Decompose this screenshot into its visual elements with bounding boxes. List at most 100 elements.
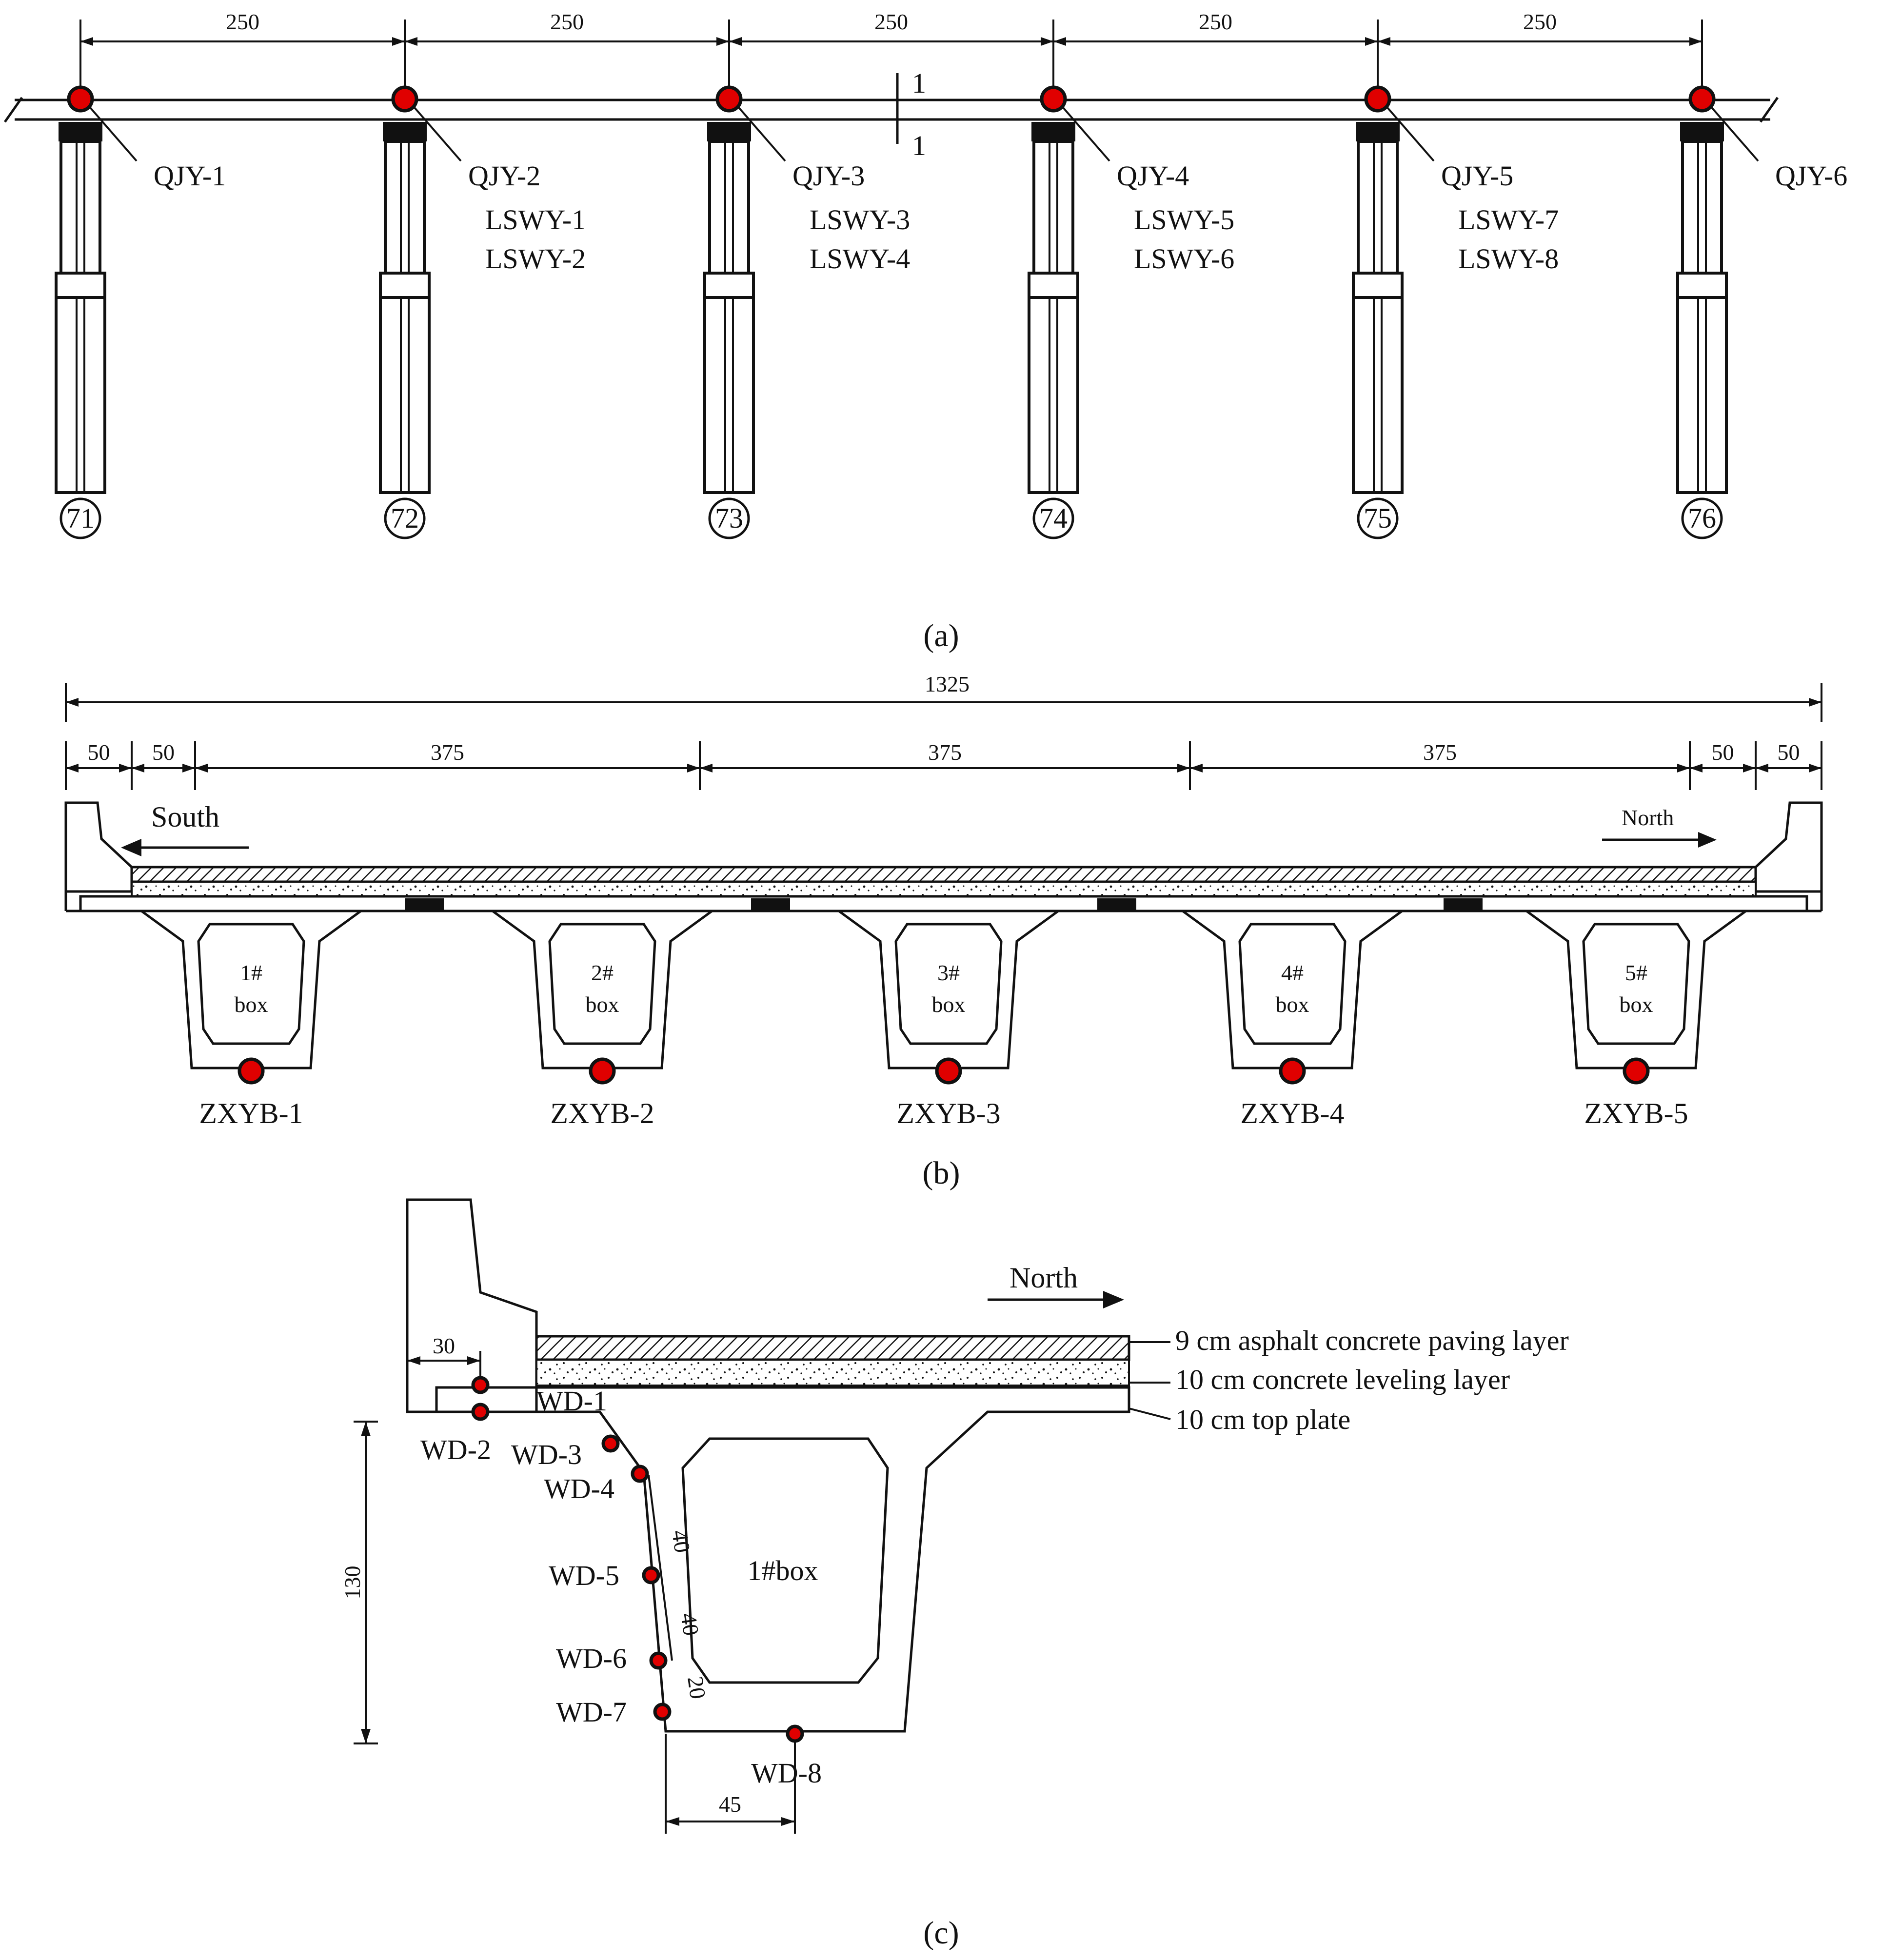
sensor-qjy-6[interactable] bbox=[1688, 85, 1716, 113]
sensor-leader bbox=[1060, 104, 1110, 162]
sensor-wd-5[interactable] bbox=[642, 1566, 660, 1584]
bearing bbox=[1680, 122, 1724, 141]
segment-dim-6-arrow-right bbox=[1743, 764, 1756, 772]
pier-collar bbox=[55, 272, 106, 299]
sensor-wd-1[interactable] bbox=[471, 1376, 490, 1394]
pier-number-label: 75 bbox=[1364, 502, 1392, 534]
pier-collar bbox=[1352, 272, 1404, 299]
sensor-zxyb-1[interactable] bbox=[238, 1057, 265, 1085]
section-mark-top: 1 bbox=[912, 67, 926, 99]
pier-collar bbox=[703, 272, 755, 299]
caption-a: (a) bbox=[923, 618, 959, 653]
sensor-wd-3[interactable] bbox=[601, 1434, 620, 1453]
segment-dim-6-arrow-left bbox=[1690, 764, 1703, 772]
span-dim-5-arrow-right bbox=[1689, 37, 1702, 46]
span-label-3: 250 bbox=[874, 9, 908, 34]
span-dim-2-arrow-right bbox=[716, 37, 729, 46]
bearing bbox=[1356, 122, 1400, 141]
top-plate-layer bbox=[79, 895, 1808, 912]
pier-column-upper bbox=[1032, 140, 1074, 275]
dim-45-arrow-left bbox=[666, 1817, 679, 1826]
span-label-1: 250 bbox=[226, 9, 259, 34]
total-width-dim-arrow-left bbox=[66, 698, 79, 707]
web-dim-line bbox=[648, 1475, 673, 1661]
box-cell bbox=[548, 923, 656, 1045]
dim-130-arrow-top bbox=[361, 1422, 371, 1436]
sensor-label-qjy-3: QJY-3 bbox=[792, 160, 865, 192]
wet-joint-3 bbox=[1097, 898, 1136, 911]
span-label-4: 250 bbox=[1199, 9, 1232, 34]
sensor-zxyb-3[interactable] bbox=[935, 1057, 962, 1085]
detail-girder-outline bbox=[407, 1386, 1130, 1733]
section-mark-bottom: 1 bbox=[912, 130, 926, 161]
box-cell bbox=[894, 923, 1003, 1045]
span-dim-1-arrow-right bbox=[392, 37, 405, 46]
sensor-qjy-4[interactable] bbox=[1040, 85, 1067, 113]
sensor-zxyb-4[interactable] bbox=[1279, 1057, 1306, 1085]
pier-column-lower bbox=[1352, 296, 1404, 494]
segment-dim-7-arrow-left bbox=[1756, 764, 1768, 772]
sensor-qjy-3[interactable] bbox=[715, 85, 743, 113]
pier-number-circle bbox=[1681, 497, 1723, 539]
sensor-label-lswy-1: LSWY-1 bbox=[485, 204, 586, 236]
segment-dim-3-arrow-left bbox=[195, 764, 208, 772]
segment-label-2: 50 bbox=[152, 740, 175, 765]
sensor-wd-2[interactable] bbox=[471, 1403, 490, 1421]
segment-dim-3-arrow-right bbox=[687, 764, 700, 772]
sensor-label-zxyb-4: ZXYB-4 bbox=[1240, 1097, 1344, 1129]
sensor-wd-7[interactable] bbox=[653, 1703, 672, 1721]
sensor-wd-4[interactable] bbox=[631, 1465, 649, 1483]
sensor-qjy-1[interactable] bbox=[67, 85, 94, 113]
detail-leveling-layer bbox=[535, 1359, 1130, 1386]
sensor-leader bbox=[87, 104, 138, 162]
sensor-label-qjy-6: QJY-6 bbox=[1775, 160, 1847, 192]
sensor-label-zxyb-1: ZXYB-1 bbox=[199, 1097, 303, 1129]
wd-3-label: WD-3 bbox=[511, 1439, 582, 1470]
span-dim-4-arrow-right bbox=[1365, 37, 1378, 46]
leader-top-plate bbox=[1129, 1407, 1171, 1420]
sensor-wd-8[interactable] bbox=[786, 1724, 804, 1743]
dim-45-arrow-right bbox=[781, 1817, 795, 1826]
span-dim-3-arrow-right bbox=[1041, 37, 1053, 46]
segment-dim-5-arrow-right bbox=[1677, 764, 1690, 772]
span-label-5: 250 bbox=[1523, 9, 1557, 34]
sensor-leader bbox=[1708, 104, 1759, 162]
sensor-label-lswy-4: LSWY-4 bbox=[810, 243, 910, 275]
sensor-label-qjy-1: QJY-1 bbox=[154, 160, 226, 192]
dim-30-arrow-left bbox=[407, 1356, 420, 1365]
dim-130-label: 130 bbox=[340, 1566, 365, 1600]
sensor-label-qjy-2: QJY-2 bbox=[468, 160, 540, 192]
box-cell bbox=[1582, 923, 1690, 1045]
segment-dim-5-arrow-left bbox=[1190, 764, 1203, 772]
wet-joint-2 bbox=[751, 898, 790, 911]
detail-asphalt-layer bbox=[535, 1335, 1130, 1361]
wd-1-label: WD-1 bbox=[536, 1385, 607, 1417]
sensor-wd-6[interactable] bbox=[649, 1651, 668, 1670]
segment-label-4: 375 bbox=[928, 740, 962, 765]
south-label: South bbox=[151, 801, 219, 833]
sensor-qjy-2[interactable] bbox=[391, 85, 418, 113]
pier-column-lower bbox=[379, 296, 431, 494]
box-word-label: box bbox=[1620, 992, 1653, 1017]
box-word-label: box bbox=[235, 992, 268, 1017]
sensor-label-zxyb-5: ZXYB-5 bbox=[1584, 1097, 1688, 1129]
total-width-dim-arrow-right bbox=[1809, 698, 1822, 707]
segment-label-6: 50 bbox=[1712, 740, 1734, 765]
sensor-zxyb-5[interactable] bbox=[1623, 1057, 1650, 1085]
segment-dim-4-arrow-right bbox=[1177, 764, 1190, 772]
sensor-label-lswy-3: LSWY-3 bbox=[810, 204, 910, 236]
segment-label-3: 375 bbox=[431, 740, 464, 765]
box-word-label: box bbox=[586, 992, 619, 1017]
sensor-label-qjy-4: QJY-4 bbox=[1117, 160, 1189, 192]
detail-parapet bbox=[406, 1198, 538, 1413]
wd-2-label: WD-2 bbox=[420, 1434, 491, 1465]
wet-joint-4 bbox=[1444, 898, 1483, 911]
layer-label-top-plate: 10 cm top plate bbox=[1175, 1404, 1350, 1435]
box-number-label: 3# bbox=[937, 960, 960, 985]
sensor-zxyb-2[interactable] bbox=[589, 1057, 616, 1085]
sensor-qjy-5[interactable] bbox=[1364, 85, 1391, 113]
